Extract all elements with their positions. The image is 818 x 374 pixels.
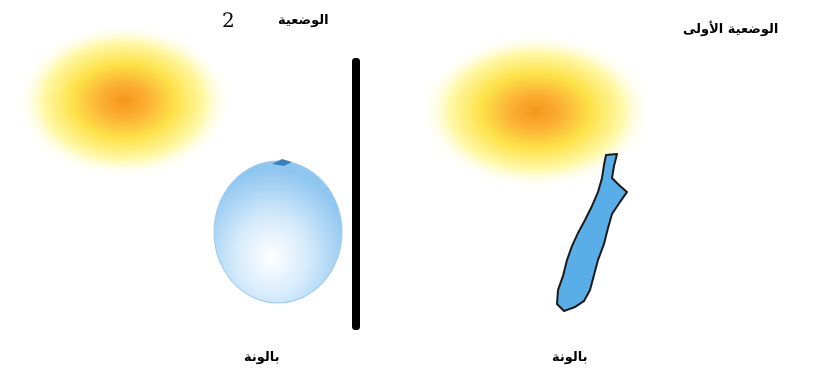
situation-2-number: 2 [222, 8, 235, 32]
deflated-balloon [556, 153, 628, 312]
wall [352, 58, 360, 330]
situation-1-title: الوضعية الأولى [683, 22, 779, 37]
balloon-label-left: بالونة [244, 350, 280, 365]
balloon-label-right: بالونة [552, 350, 588, 365]
inflated-balloon [213, 159, 343, 304]
sun-right [420, 33, 652, 189]
situation-2-title: الوضعية [278, 13, 329, 28]
sun-left [16, 23, 232, 179]
